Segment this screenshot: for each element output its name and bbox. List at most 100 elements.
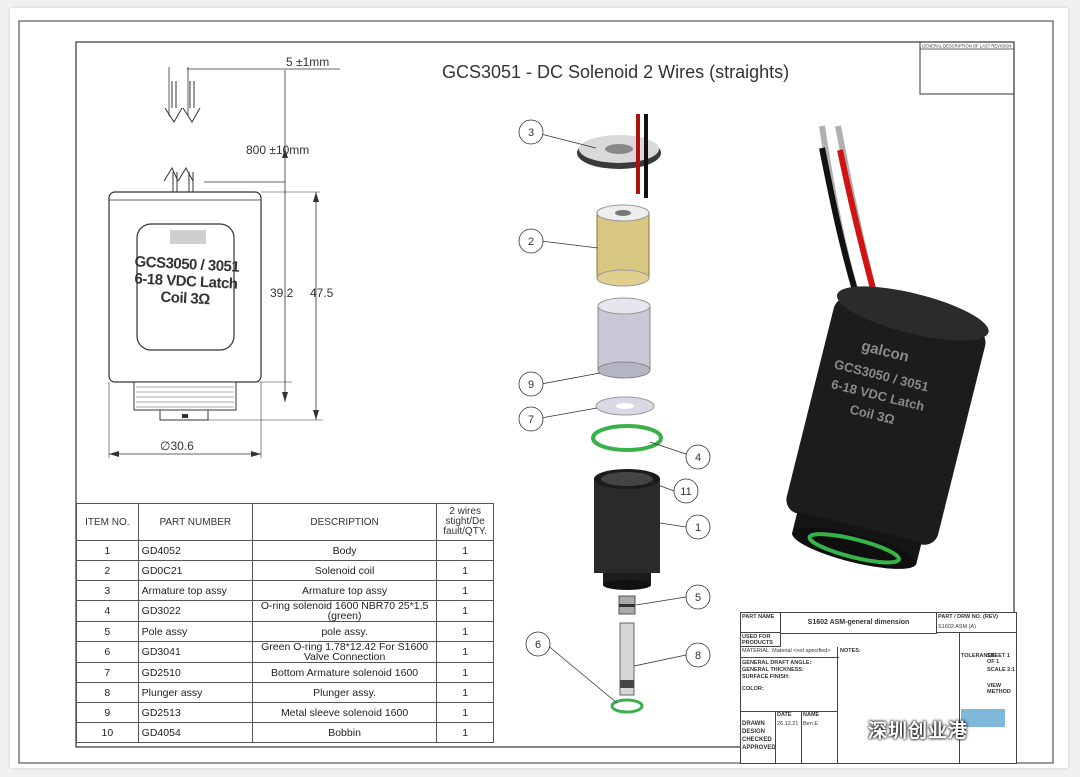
cell-qty: 1 — [436, 702, 494, 723]
tb-view-symbol — [961, 709, 1005, 727]
tb-general-draft: GENERAL DRAFT ANGLE: — [742, 660, 812, 666]
callout-3: 3 — [528, 127, 534, 139]
cell-desc: Solenoid coil — [251, 560, 438, 581]
tb-checked: CHECKED — [742, 737, 772, 743]
dim-height-inner: 39.2 — [270, 286, 294, 300]
cell-part: GD3041 — [137, 641, 253, 663]
col-qty: 2 wires stight/De fault/QTY. — [436, 503, 494, 541]
dim-wire-gap: 5 ±1mm — [286, 55, 329, 69]
part-sleeve — [597, 305, 651, 371]
callout-11: 11 — [680, 486, 691, 498]
cell-item: 10 — [76, 722, 139, 743]
cell-qty: 1 — [436, 662, 494, 683]
cell-desc: Bobbin — [251, 722, 438, 743]
tb-view-method: VIEW METHOD — [987, 683, 1011, 695]
callout-2: 2 — [528, 236, 534, 248]
callout-6: 6 — [535, 639, 541, 651]
revision-box — [919, 41, 1015, 95]
cell-part: GD4052 — [137, 540, 253, 561]
tb-tolerance: TOLERANCE — [961, 653, 996, 659]
callout-5: 5 — [695, 592, 701, 604]
cell-part: GD0C21 — [137, 560, 253, 581]
tb-part-name-label: PART NAME — [741, 613, 781, 633]
tb-date-label: DATE — [777, 712, 792, 718]
cell-desc: Green O-ring 1.78*12.42 For S1600 Valve … — [251, 641, 438, 663]
exploded-view — [577, 114, 663, 714]
coil-label: GCS3050 / 3051 6-18 VDC Latch Coil 3Ω — [129, 253, 244, 310]
col-item: ITEM NO. — [76, 503, 139, 541]
cell-qty: 1 — [436, 641, 494, 663]
inner-border — [75, 41, 1015, 748]
cell-qty: 1 — [436, 540, 494, 561]
cell-qty: 1 — [436, 621, 494, 642]
tb-material: MATERIAL: Material <not specified> — [741, 647, 839, 658]
drawing-canvas: GENERAL DESCRIPTION OF LAST REVISION GCS… — [18, 20, 1054, 764]
cell-part: Plunger assy — [137, 682, 253, 703]
tb-drawn-date: 26.12.21 — [777, 721, 799, 727]
solenoid-render: galcon GCS3050 / 3051 6-18 VDC Latch Coi… — [786, 125, 989, 569]
callout-4: 4 — [695, 452, 701, 464]
label-panel — [136, 223, 235, 351]
cell-part: GD3022 — [137, 600, 253, 622]
part-oring-small — [610, 698, 644, 714]
revision-header: GENERAL DESCRIPTION OF LAST REVISION — [922, 44, 1011, 49]
cell-part: GD4054 — [137, 722, 253, 743]
cell-desc: pole assy. — [251, 621, 438, 642]
callout-1: 1 — [695, 522, 701, 534]
tb-scale: SCALE 2:1 — [987, 667, 1016, 673]
tb-name-label: NAME — [803, 712, 820, 718]
blurred-logo — [170, 230, 206, 244]
cell-qty: 1 — [436, 682, 494, 703]
cell-desc: Bottom Armature solenoid 1600 — [251, 662, 438, 683]
tb-surface-finish: SURFACE FINISH: — [742, 674, 790, 680]
bom-table: ITEM NO. PART NUMBER DESCRIPTION 2 wires… — [76, 503, 494, 743]
tb-sheet: SHEET 1 OF 1 — [987, 653, 1010, 665]
cell-qty: 1 — [436, 600, 494, 622]
callout-7: 7 — [528, 414, 534, 426]
tb-approved: APPROVED — [742, 745, 776, 751]
callouts — [518, 119, 711, 704]
cell-desc: Armature top assy — [251, 580, 438, 601]
cell-part: Armature top assy — [137, 580, 253, 601]
cell-desc: Body — [251, 540, 438, 561]
cell-qty: 1 — [436, 560, 494, 581]
watermark: 深圳创业港 — [868, 721, 969, 742]
cell-desc: Metal sleeve solenoid 1600 — [251, 702, 438, 723]
dim-diameter: ∅30.6 — [160, 439, 194, 453]
cell-item: 6 — [76, 641, 139, 663]
cell-desc: O-ring solenoid 1600 NBR70 25*1.5 (green… — [251, 600, 438, 622]
part-coil — [596, 212, 650, 279]
cell-part: GD2513 — [137, 702, 253, 723]
dimension-drawing: 5 ±1mm 800 ±10mm — [108, 55, 340, 458]
cell-item: 8 — [76, 682, 139, 703]
tb-notes: NOTES: — [840, 648, 861, 654]
tb-part-name: S1602 ASM-general dimension — [781, 613, 937, 634]
cell-part: Pole assy — [137, 621, 253, 642]
part-body — [594, 479, 660, 573]
part-plunger — [619, 622, 635, 696]
tb-part-drw: S1602 ASM (A) — [937, 623, 1016, 633]
cell-item: 4 — [76, 600, 139, 622]
cell-item: 7 — [76, 662, 139, 683]
cell-qty: 1 — [436, 722, 494, 743]
cell-desc: Plunger assy. — [251, 682, 438, 703]
dim-wire-length: 800 ±10mm — [246, 143, 309, 157]
cell-item: 9 — [76, 702, 139, 723]
cell-item: 2 — [76, 560, 139, 581]
outer-border — [18, 20, 1054, 764]
tb-part-drw-label: PART / DRW NO. (REV) — [938, 614, 998, 620]
cell-item: 5 — [76, 621, 139, 642]
title-block: PART NAME S1602 ASM-general dimension PA… — [740, 612, 1017, 764]
part-oring-body — [591, 424, 663, 452]
tb-general-thickness: GENERAL THICKNESS: — [742, 667, 804, 673]
